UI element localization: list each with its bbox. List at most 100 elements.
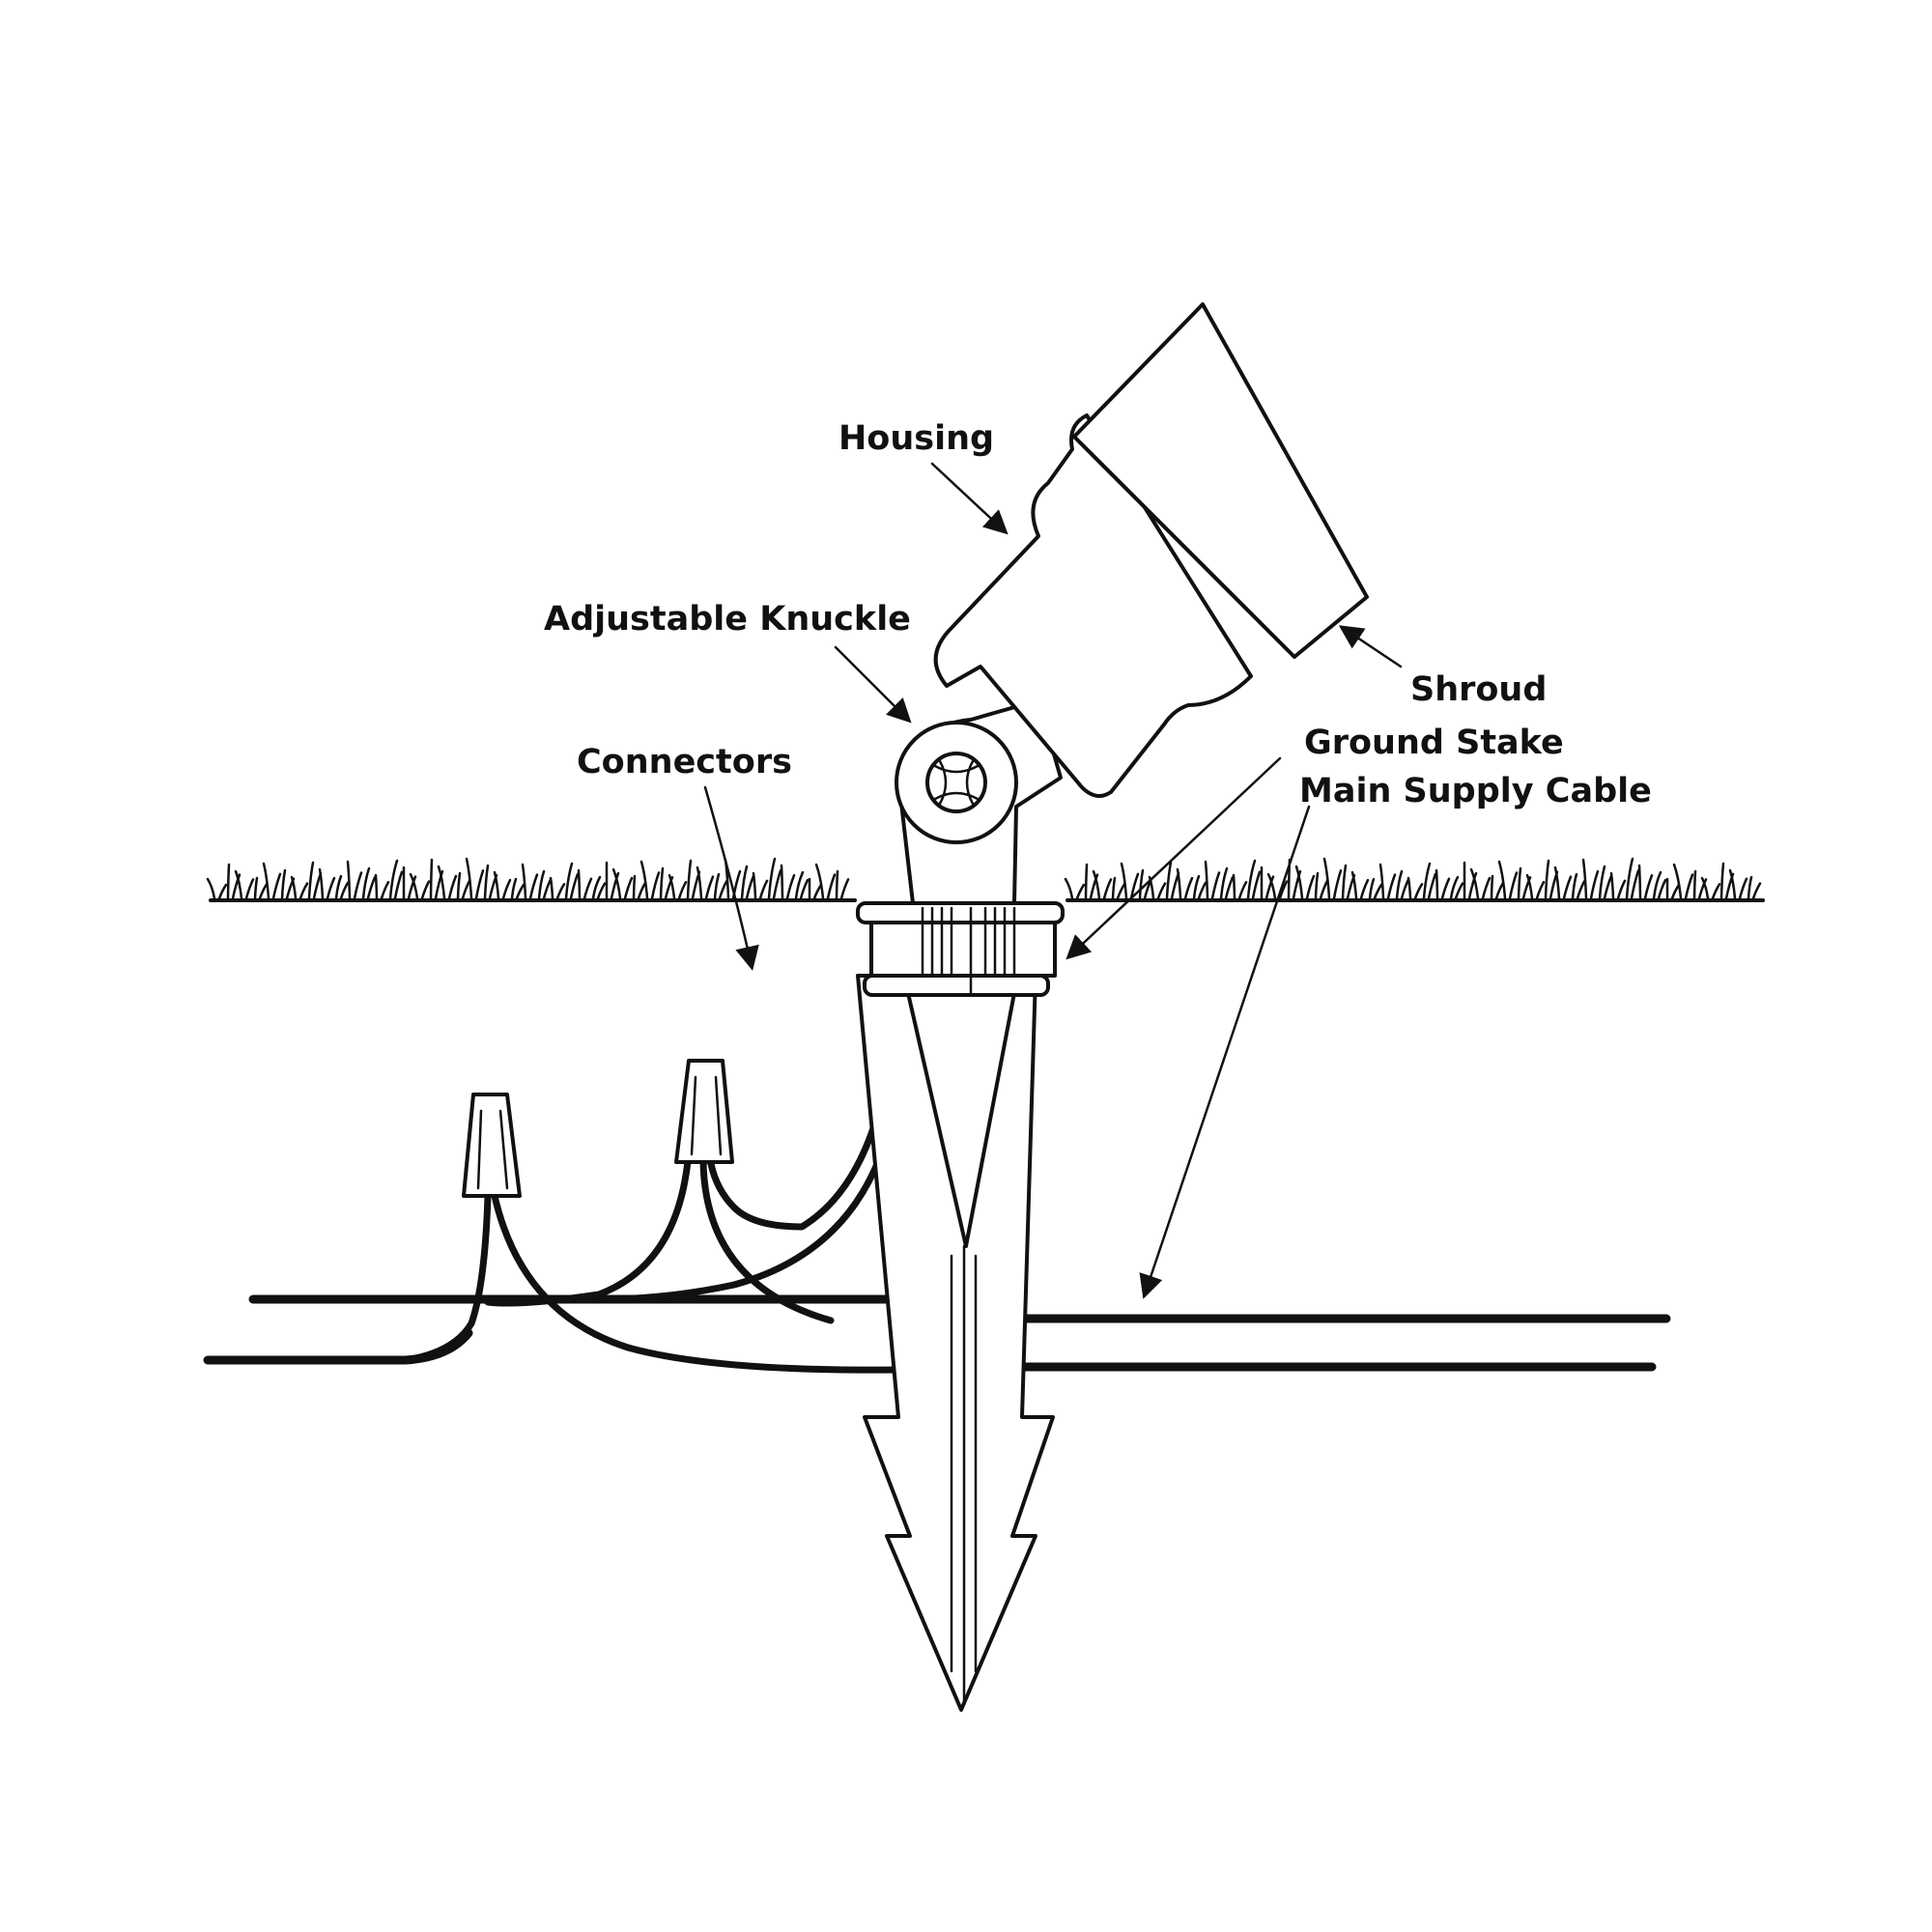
grass-blade (483, 864, 498, 900)
grass-blade (1148, 875, 1167, 900)
grass-blade (577, 868, 593, 900)
grass-blade (1260, 866, 1275, 900)
grass-blade (1652, 870, 1667, 900)
grass-blade (280, 868, 296, 900)
grass-blade (1350, 870, 1370, 900)
grass-blade (1084, 863, 1099, 900)
grass-blade (1581, 858, 1600, 900)
grass-blade (262, 862, 282, 900)
grass-blade (361, 867, 377, 900)
grass-blade (437, 865, 458, 900)
grass-blade (611, 867, 634, 900)
grass-blade (1490, 874, 1505, 900)
grass-blade (1609, 871, 1627, 900)
grass-blade (346, 860, 363, 900)
wire-connector-left (462, 1093, 522, 1198)
grass-blade (537, 869, 553, 900)
label-ground-stake: Ground Stake (1304, 724, 1564, 762)
grass-blade (605, 861, 620, 900)
grass-blade (456, 871, 471, 900)
grass-blade (549, 876, 566, 900)
grass-blade (1571, 872, 1586, 900)
grass-blade (1598, 865, 1613, 900)
grass-blade (767, 857, 782, 900)
grass-blade (1192, 874, 1208, 900)
grass-blade (521, 863, 539, 900)
grass-blade (1395, 869, 1410, 900)
shroud-arrow (1338, 625, 1403, 668)
grass-blade (334, 874, 350, 900)
grass-blade (591, 875, 607, 900)
grass-blade (1406, 876, 1424, 900)
grass-blade (564, 862, 580, 900)
grass-blade (1111, 876, 1126, 900)
grass-blade (1719, 862, 1735, 900)
grass-blade (1747, 875, 1762, 900)
grass-blade (668, 873, 688, 900)
grass-blade (632, 874, 647, 900)
grass-blade (290, 875, 309, 900)
grass-left (206, 857, 850, 900)
grass-blade (1165, 861, 1180, 900)
grass-blade (740, 865, 755, 900)
adjustable-knuckle (895, 698, 1063, 905)
grass-blade (1637, 864, 1654, 900)
grass-blade (1435, 868, 1451, 900)
grass-blade (510, 877, 526, 900)
grass-blade (1469, 867, 1492, 900)
grass-blade (374, 873, 390, 900)
label-shroud: Shroud (1410, 670, 1547, 709)
label-connectors: Connectors (577, 743, 792, 781)
grass-blade (1463, 861, 1478, 900)
grass-blade (1219, 867, 1235, 900)
cable-arrow (1139, 805, 1311, 1299)
grass-blade (752, 871, 769, 900)
fixture-wires (402, 1122, 902, 1374)
grass-blade (1176, 867, 1194, 900)
grass-blade (794, 870, 810, 900)
grass-blade (465, 857, 485, 900)
grass-blade (1294, 865, 1316, 900)
grass-blade (388, 859, 404, 900)
grass-blade (409, 872, 431, 900)
light-shroud (1072, 302, 1369, 659)
grass-right (1064, 857, 1762, 900)
grass-blade (493, 870, 512, 900)
grass-blade (1064, 877, 1086, 900)
grass-blade (1665, 877, 1681, 900)
grass-blade (808, 877, 823, 900)
grass-blade (814, 863, 837, 900)
grass-blade (1700, 876, 1721, 900)
grass-blade (1692, 869, 1708, 900)
grass-blade (1204, 860, 1221, 900)
grass-blade (1625, 857, 1640, 900)
ground-stake (856, 901, 1065, 1712)
grass-blade (1497, 860, 1519, 900)
label-adjustable-knuckle: Adjustable Knuckle (544, 600, 911, 639)
grass-blade (696, 866, 715, 900)
grass-blade (1232, 873, 1248, 900)
grass-blade (780, 864, 796, 900)
grass-blade (835, 869, 850, 900)
grass-blade (1378, 863, 1397, 900)
grass-blade (1525, 873, 1546, 900)
ground-surface (206, 857, 1765, 902)
grass-blade (234, 869, 255, 900)
grass-blade (659, 867, 674, 900)
grass-blade (1266, 872, 1289, 900)
grass-blade (1322, 857, 1343, 900)
grass-blade (1422, 862, 1437, 900)
grass-blade (1341, 864, 1356, 900)
grass-blade (429, 858, 444, 900)
label-main-supply-cable: Main Supply Cable (1299, 772, 1652, 810)
knuckle-arrow (834, 645, 912, 724)
grass-blade (206, 877, 228, 900)
grass-blade (1368, 877, 1383, 900)
connectors-arrow (703, 785, 759, 971)
grass-blade (226, 863, 242, 900)
grass-blade (1449, 875, 1464, 900)
grass-blade (1092, 869, 1113, 900)
grass-blade (1553, 866, 1573, 900)
grass-blade (1314, 871, 1329, 900)
